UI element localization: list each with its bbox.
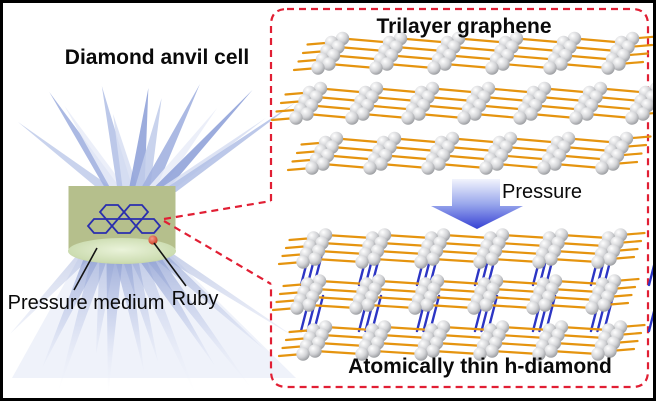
pressure-chamber xyxy=(68,238,176,264)
pressure-medium-pointer xyxy=(73,247,98,291)
graphene-layer-2 xyxy=(270,81,653,125)
callout-connector-top xyxy=(163,199,272,221)
trilayer-graphene-title: Trilayer graphene xyxy=(376,15,552,38)
h-diamond-layer-2 xyxy=(271,274,640,315)
ruby-pointer xyxy=(153,242,187,287)
graphene-layer-1 xyxy=(292,31,653,75)
graphene-layer-3 xyxy=(286,131,652,175)
ruby-dot xyxy=(148,235,158,245)
left-panel-title: Diamond anvil cell xyxy=(64,46,250,69)
bottom-diamond-anvil xyxy=(10,252,296,398)
h-diamond-layer-1 xyxy=(277,228,646,269)
top-diamond-anvil xyxy=(18,84,296,192)
callout-box xyxy=(163,7,650,389)
pressure-arrow xyxy=(431,179,523,229)
h-diamond-title: Atomically thin h-diamond xyxy=(348,355,612,378)
graphene-sample-symbol xyxy=(86,204,162,234)
pressure-label: Pressure xyxy=(502,181,583,203)
callout-connector-bottom xyxy=(163,220,272,285)
h-diamond-layer-3 xyxy=(277,320,646,361)
figure-artwork xyxy=(10,7,653,398)
pressure-medium-label: Pressure medium xyxy=(7,292,165,314)
pointer-lines xyxy=(73,242,187,291)
ruby-label: Ruby xyxy=(171,288,219,310)
